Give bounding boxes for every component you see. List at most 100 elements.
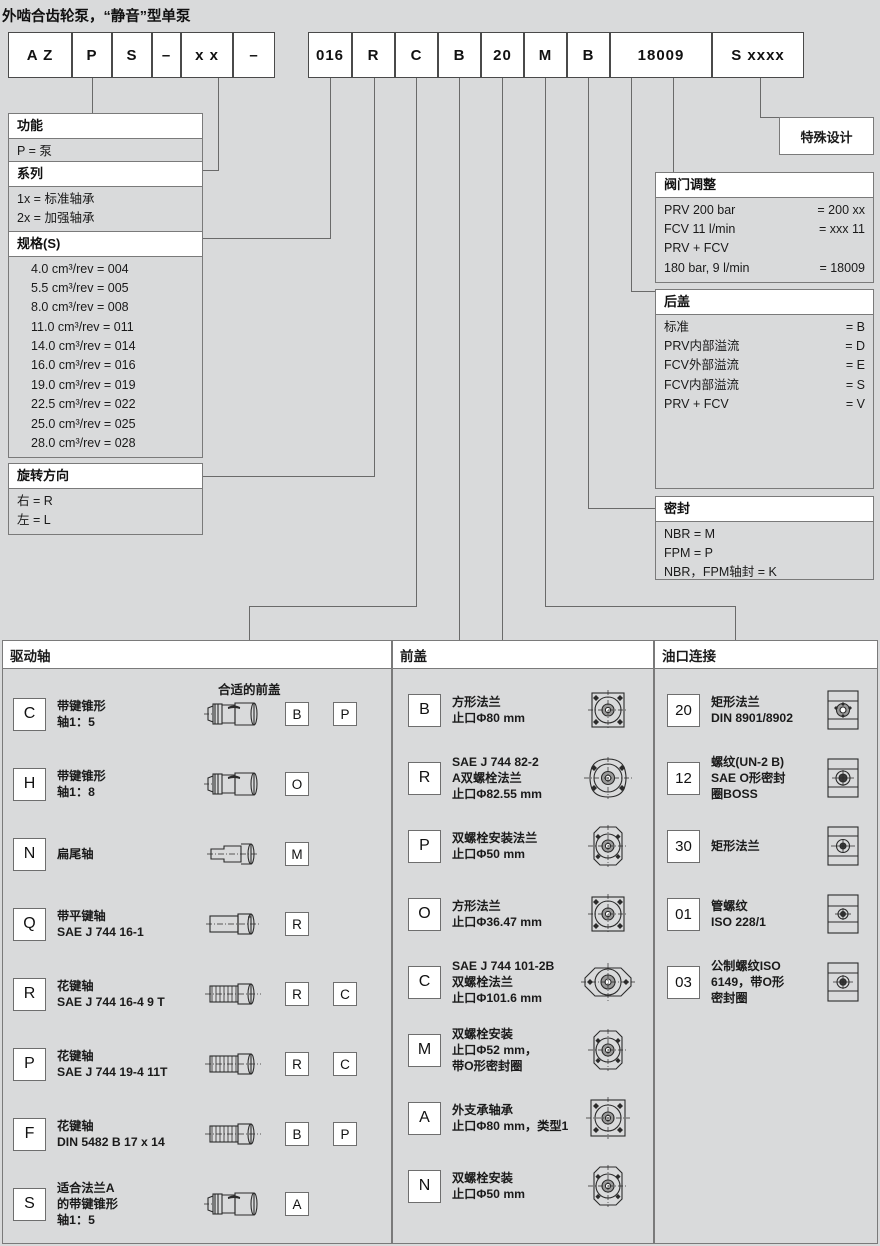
compatible-cover-tag[interactable]: P bbox=[333, 1122, 357, 1146]
option-description: 双螺栓安装止口Φ52 mm，带O形密封圈 bbox=[452, 1026, 537, 1075]
shaft-taper-key-icon bbox=[198, 692, 268, 736]
option-code-box[interactable]: S bbox=[13, 1187, 46, 1221]
code-box-3[interactable]: – bbox=[152, 32, 181, 78]
compatible-cover-tag[interactable]: C bbox=[333, 1052, 357, 1076]
option-code-box[interactable]: Q bbox=[13, 907, 46, 941]
compatible-cover-tag[interactable]: M bbox=[285, 842, 309, 866]
connector-line bbox=[416, 78, 418, 606]
option-code-box[interactable]: 12 bbox=[667, 761, 700, 795]
option-code-box[interactable]: 01 bbox=[667, 897, 700, 931]
option-code-box[interactable]: C bbox=[408, 965, 441, 999]
panel-line-key: NBR = M bbox=[664, 526, 716, 541]
option-description-line: 的带键锥形 bbox=[57, 1196, 118, 1211]
connector-line bbox=[374, 78, 376, 476]
option-code-box[interactable]: O bbox=[408, 897, 441, 931]
compatible-cover-tag[interactable]: O bbox=[285, 772, 309, 796]
connector-line bbox=[203, 170, 219, 172]
compatible-cover-tag[interactable]: R bbox=[285, 982, 309, 1006]
option-code-box[interactable]: M bbox=[408, 1033, 441, 1067]
connector-line bbox=[502, 78, 504, 606]
code-box-8[interactable]: C bbox=[395, 32, 438, 78]
option-description-line: 止口Φ50 mm bbox=[452, 1187, 525, 1201]
code-box-2[interactable]: S bbox=[112, 32, 152, 78]
compatible-cover-tag[interactable]: P bbox=[333, 702, 357, 726]
option-description-line: 密封圈 bbox=[711, 991, 748, 1006]
code-box-7[interactable]: R bbox=[352, 32, 395, 78]
option-code-box[interactable]: R bbox=[13, 977, 46, 1011]
option-description-line: 轴1：8 bbox=[57, 785, 95, 799]
compatible-cover-tag[interactable]: B bbox=[285, 702, 309, 726]
option-description-line: 止口Φ101.6 mm bbox=[452, 991, 542, 1006]
panel-line: 19.0 cm³/rev = 019 bbox=[31, 376, 194, 395]
code-box-14[interactable]: S xxxx bbox=[712, 32, 804, 78]
panel-line-value: = D bbox=[845, 338, 865, 353]
left-panel-2-heading: 规格(S) bbox=[9, 232, 202, 257]
compatible-cover-tag[interactable]: A bbox=[285, 1192, 309, 1216]
option-code-box[interactable]: N bbox=[13, 837, 46, 871]
code-box-0[interactable]: A Z bbox=[8, 32, 72, 78]
option-code-box[interactable]: B bbox=[408, 693, 441, 727]
option-code-box[interactable]: R bbox=[408, 761, 441, 795]
code-box-9[interactable]: B bbox=[438, 32, 481, 78]
panel-line-key: 16.0 cm³/rev = 016 bbox=[31, 358, 136, 373]
compatible-cover-tag[interactable]: R bbox=[285, 912, 309, 936]
panel-line: 8.0 cm³/rev = 008 bbox=[31, 298, 194, 317]
option-code-box[interactable]: P bbox=[13, 1047, 46, 1081]
code-box-10[interactable]: 20 bbox=[481, 32, 524, 78]
code-box-11[interactable]: M bbox=[524, 32, 567, 78]
option-code-box[interactable]: N bbox=[408, 1169, 441, 1203]
code-box-12[interactable]: B bbox=[567, 32, 610, 78]
special-design-box: 特殊设计 bbox=[779, 117, 874, 155]
connector-line bbox=[249, 606, 417, 608]
option-code-box[interactable]: 30 bbox=[667, 829, 700, 863]
connector-line bbox=[631, 291, 664, 293]
compatible-cover-tag[interactable]: B bbox=[285, 1122, 309, 1146]
code-box-5[interactable]: – bbox=[233, 32, 275, 78]
option-row[interactable]: M 双螺栓安装止口Φ52 mm，带O形密封圈 bbox=[393, 1026, 653, 1075]
code-box-13[interactable]: 18009 bbox=[610, 32, 712, 78]
option-code-box[interactable]: P bbox=[408, 829, 441, 863]
bottom-column-0-heading: 驱动轴 bbox=[3, 641, 391, 669]
code-box-4[interactable]: x x bbox=[181, 32, 233, 78]
port-pipe-thread-icon bbox=[815, 892, 870, 936]
option-description-line: 管螺纹 bbox=[711, 898, 748, 913]
compatible-cover-tag[interactable]: R bbox=[285, 1052, 309, 1076]
option-code-box[interactable]: H bbox=[13, 767, 46, 801]
option-code-box[interactable]: 20 bbox=[667, 693, 700, 727]
option-description-line: SAE O形密封 bbox=[711, 770, 786, 785]
option-code-box[interactable]: F bbox=[13, 1117, 46, 1151]
option-description-line: 带键锥形 bbox=[57, 698, 106, 713]
connector-line bbox=[545, 78, 547, 606]
compatible-cover-tag[interactable]: C bbox=[333, 982, 357, 1006]
panel-line-value: = B bbox=[845, 319, 865, 334]
option-code-box[interactable]: C bbox=[13, 697, 46, 731]
panel-line-key: 14.0 cm³/rev = 014 bbox=[31, 339, 136, 354]
option-code-box[interactable]: A bbox=[408, 1101, 441, 1135]
code-box-1[interactable]: P bbox=[72, 32, 112, 78]
option-code-box[interactable]: 03 bbox=[667, 965, 700, 999]
code-box-6[interactable]: 016 bbox=[308, 32, 352, 78]
shaft-flat-icon bbox=[198, 832, 268, 876]
panel-line: 左 = L bbox=[17, 511, 194, 530]
